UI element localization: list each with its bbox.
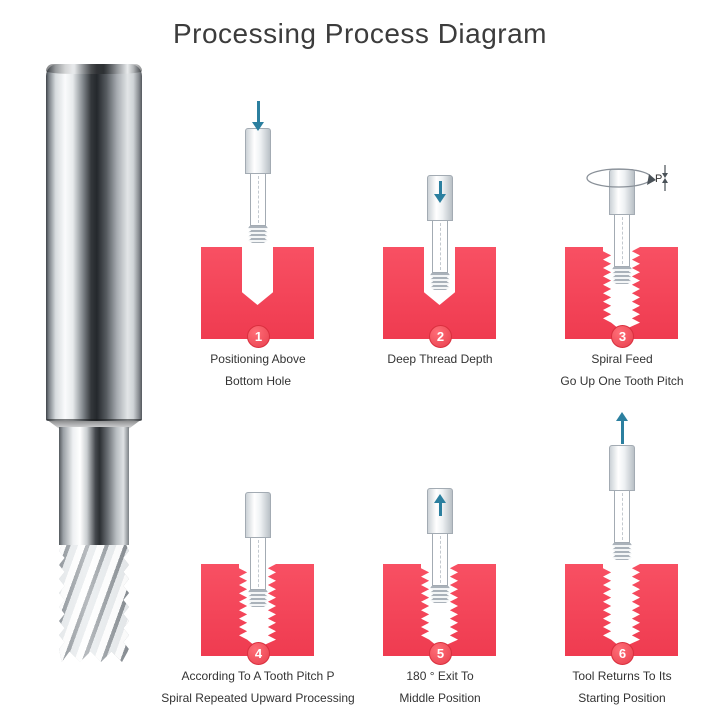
arrow-shaft <box>438 503 442 516</box>
step-caption: Positioning Above Bottom Hole <box>143 348 373 392</box>
tool-cutter-flutes <box>59 545 129 662</box>
step-panel-6: 6 Tool Returns To Its Starting Position <box>537 412 707 717</box>
tool-shank <box>46 64 142 421</box>
step-panel-2: 2 Deep Thread Depth <box>355 95 525 400</box>
step-panel-3: P 3 Spiral Feed Go Up One Tooth Pitch <box>537 95 707 400</box>
step-number-badge: 5 <box>429 642 452 665</box>
bottom-hole-notch <box>242 247 273 305</box>
mini-tool <box>609 445 635 560</box>
step-panel-1: 1 Positioning Above Bottom Hole <box>173 95 343 400</box>
mini-tool-neck <box>432 221 448 273</box>
arrow-shaft <box>256 101 260 122</box>
step-panel-5: 5 180 ° Exit To Middle Position <box>355 412 525 717</box>
caption-line-2: Go Up One Tooth Pitch <box>560 374 684 388</box>
mini-tool-tip <box>248 226 268 243</box>
mini-tool-tip <box>430 273 450 290</box>
thread-mill-photo <box>46 64 142 664</box>
step-caption: According To A Tooth Pitch P Spiral Repe… <box>143 665 373 709</box>
step-panel-4: 4 According To A Tooth Pitch P Spiral Re… <box>161 412 355 717</box>
mini-tool-shank <box>609 445 635 491</box>
spiral-feed-icon: P <box>586 165 668 191</box>
step-number-badge: 1 <box>247 325 270 348</box>
caption-line-1: Spiral Feed <box>591 352 653 366</box>
caption-line-2: Middle Position <box>399 691 481 705</box>
mini-tool-tip <box>430 586 450 603</box>
up-arrow-icon <box>433 494 447 516</box>
step-number-badge: 3 <box>611 325 634 348</box>
mini-tool-tip <box>612 543 632 560</box>
mini-tool-tip <box>612 267 632 284</box>
mini-tool-neck <box>250 174 266 226</box>
mini-tool <box>245 128 271 243</box>
mini-tool-neck <box>614 491 630 543</box>
step-caption: Tool Returns To Its Starting Position <box>507 665 720 709</box>
mini-tool-neck <box>432 534 448 586</box>
caption-line-2: Bottom Hole <box>224 374 292 388</box>
arrow-head <box>616 412 628 421</box>
step-number-badge: 4 <box>247 642 270 665</box>
tool-shoulder <box>46 419 142 429</box>
arrow-head <box>434 194 446 203</box>
caption-line-1: Tool Returns To Its <box>572 669 672 683</box>
caption-line-2: Starting Position <box>578 691 666 705</box>
arrow-shaft <box>620 421 624 444</box>
step-number-badge: 6 <box>611 642 634 665</box>
page-title: Processing Process Diagram <box>172 18 548 49</box>
caption-line-1: Positioning Above <box>210 352 306 366</box>
arrow-shaft <box>438 181 442 194</box>
mini-tool <box>245 492 271 607</box>
mini-tool-tip <box>248 590 268 607</box>
step-caption: Deep Thread Depth <box>325 348 555 370</box>
step-caption: Spiral Feed Go Up One Tooth Pitch <box>507 348 720 392</box>
step-caption: 180 ° Exit To Middle Position <box>325 665 555 709</box>
caption-line-2: Spiral Repeated Upward Processing <box>161 691 355 705</box>
mini-tool <box>427 488 453 603</box>
down-arrow-icon <box>433 181 447 203</box>
down-arrow-icon <box>251 101 265 131</box>
caption-line-1: Deep Thread Depth <box>387 352 493 366</box>
mini-tool-shank <box>245 128 271 174</box>
mini-tool-shank <box>245 492 271 538</box>
caption-line-1: According To A Tooth Pitch P <box>181 669 335 683</box>
arrow-head <box>434 494 446 503</box>
step-number-badge: 2 <box>429 325 452 348</box>
mini-tool-shank <box>609 169 635 215</box>
mini-tool <box>609 169 635 284</box>
arrow-head <box>252 122 264 131</box>
tool-neck <box>59 427 129 545</box>
workpiece-block <box>565 564 678 656</box>
up-arrow-icon <box>615 412 629 444</box>
threaded-hole-notch <box>603 564 640 648</box>
pitch-label: P <box>655 173 662 185</box>
workpiece-block <box>201 247 314 339</box>
mini-tool-neck <box>250 538 266 590</box>
mini-tool-neck <box>614 215 630 267</box>
caption-line-1: 180 ° Exit To <box>406 669 474 683</box>
